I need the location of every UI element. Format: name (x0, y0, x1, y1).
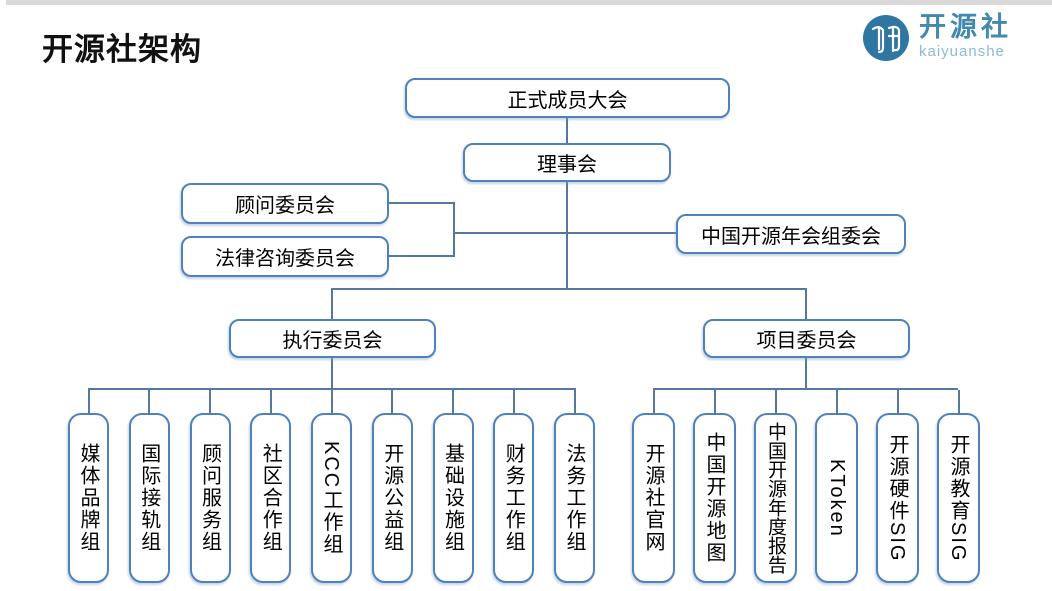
node-label: 开源硬件SIG (886, 433, 908, 563)
logo-name: 开源社 (919, 12, 1012, 42)
connector-coscon-branch (453, 232, 678, 234)
node-community-coop-group: 社区合作组 (250, 390, 292, 583)
node-label: 项目委员会 (756, 330, 857, 352)
node-label: 财务工作组 (502, 443, 525, 553)
node-label: 开源公益组 (380, 443, 403, 553)
node-opensource-education-sig: 开源教育SIG (937, 390, 980, 583)
node-label: 法律咨询委员会 (215, 248, 355, 270)
connector-project-riser (805, 358, 807, 389)
node-executive-committee: 执行委员会 (229, 319, 436, 358)
node-ktoken: KToken (815, 390, 858, 583)
connector-project-drop (805, 288, 807, 319)
connector-board-trunk (566, 182, 568, 289)
connector-committee-split (331, 288, 807, 290)
logo-wordmark: 开源社 kaiyuanshe (919, 12, 1012, 60)
node-advisor-service-group: 顾问服务组 (189, 390, 231, 583)
node-opensource-hardware-sig: 开源硬件SIG (876, 390, 919, 583)
node-label: 开源教育SIG (947, 433, 969, 563)
node-label: 中国开源年会组委会 (701, 225, 881, 248)
node-label: 理事会 (537, 154, 597, 176)
logo-subtitle: kaiyuanshe (919, 43, 1005, 60)
node-label: 顾问服务组 (198, 443, 221, 553)
node-finance-working-group: 财务工作组 (493, 390, 535, 583)
node-legal-working-group: 法务工作组 (554, 390, 595, 583)
node-coscon-committee: 中国开源年会组委会 (676, 214, 906, 254)
node-label: 顾问委员会 (235, 195, 335, 217)
node-label: 社区合作组 (259, 443, 282, 553)
node-legal-advisory-committee: 法律咨询委员会 (181, 236, 389, 277)
project-groups-row: 开源社官网 中国开源地图 中国开源年度报告 KToken 开源硬件SIG 开源教… (632, 390, 980, 583)
node-annual-report: 中国开源年度报告 (754, 390, 797, 583)
node-label: KToken (826, 458, 848, 538)
node-label: KCC工作组 (320, 440, 342, 556)
connector-advisory-branch (389, 202, 455, 204)
node-china-opensource-map: 中国开源地图 (693, 390, 736, 583)
page-title: 开源社架构 (42, 32, 202, 67)
kaiyuanshe-logo: 开源社 kaiyuanshe (862, 14, 1012, 62)
connector-executive-drop (331, 288, 333, 319)
node-board: 理事会 (463, 143, 671, 182)
node-label: 中国开源年度报告 (765, 422, 786, 574)
node-members-assembly: 正式成员大会 (405, 78, 730, 118)
connector-project-distribution (653, 388, 958, 390)
node-label: 开源社官网 (642, 443, 664, 553)
node-label: 正式成员大会 (507, 89, 628, 112)
node-international-group: 国际接轨组 (128, 390, 170, 583)
top-divider (6, 0, 1052, 5)
node-label: 执行委员会 (282, 330, 383, 352)
node-kcc-working-group: KCC工作组 (311, 390, 352, 583)
node-official-website: 开源社官网 (632, 390, 675, 583)
node-label: 法务工作组 (563, 443, 585, 553)
node-label: 国际接轨组 (137, 443, 160, 553)
connector-legal-branch (389, 255, 455, 257)
node-advisory-committee: 顾问委员会 (181, 183, 389, 224)
connector-assembly-board (566, 118, 568, 143)
node-media-brand-group: 媒体品牌组 (68, 390, 109, 583)
node-label: 基础设施组 (441, 443, 464, 553)
node-label: 媒体品牌组 (77, 443, 99, 553)
node-label: 中国开源地图 (703, 432, 725, 564)
connector-advisory-bracket (453, 202, 455, 257)
node-opensource-charity-group: 开源公益组 (371, 390, 413, 583)
executive-groups-row: 媒体品牌组 国际接轨组 顾问服务组 社区合作组 KCC工作组 开源公益组 基础设… (68, 390, 595, 583)
connector-executive-riser (331, 358, 333, 389)
node-project-committee: 项目委员会 (703, 319, 910, 358)
kaiyuanshe-seal-icon (863, 15, 909, 61)
connector-executive-distribution (88, 388, 576, 390)
node-infrastructure-group: 基础设施组 (432, 390, 474, 583)
